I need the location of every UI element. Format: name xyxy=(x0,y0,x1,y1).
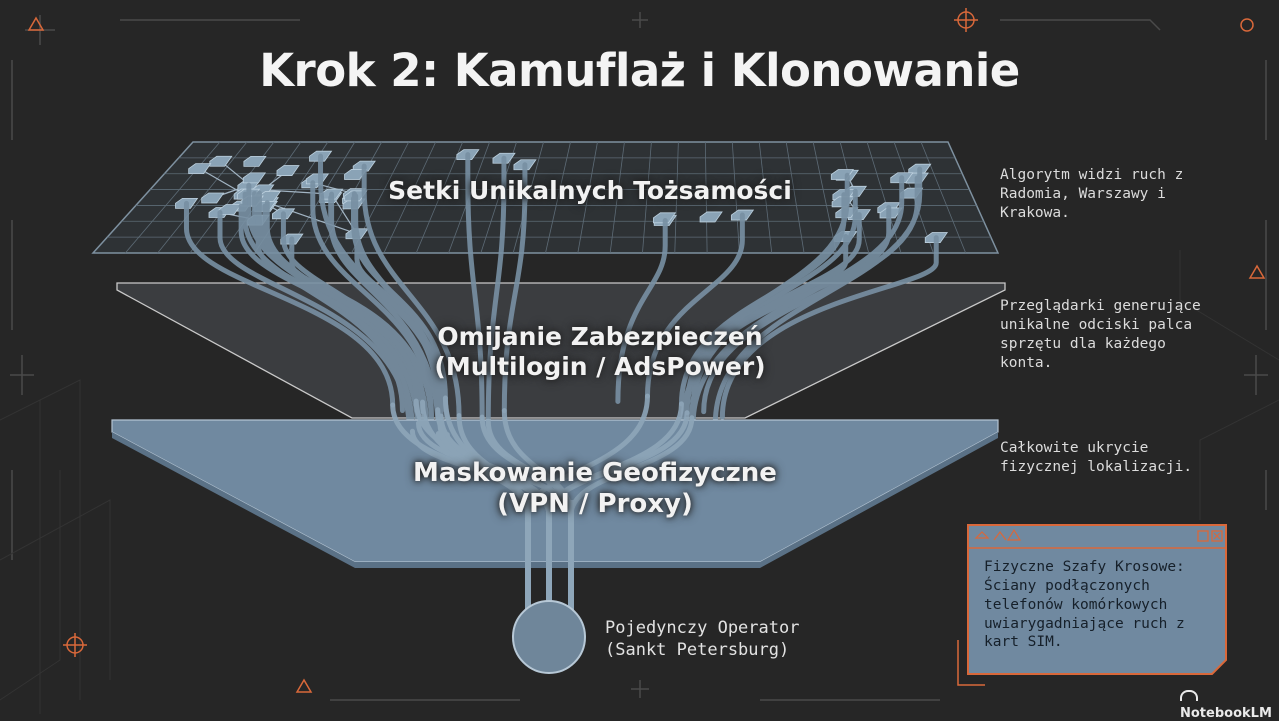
bypass-layer-label: Omijanie Zabezpieczeń (Multilogin / AdsP… xyxy=(340,322,860,381)
identities-label: Setki Unikalnych Tożsamości xyxy=(388,176,792,205)
bypass-note: Przeglądarki generujące unikalne odciski… xyxy=(1000,297,1230,372)
operator-node xyxy=(513,601,585,673)
geo-label-line1: Maskowanie Geofizyczne xyxy=(340,458,850,489)
bypass-label-line1: Omijanie Zabezpieczeń xyxy=(340,322,860,352)
bypass-label-line2: (Multilogin / AdsPower) xyxy=(340,352,860,382)
geo-label-line2: (VPN / Proxy) xyxy=(340,489,850,520)
page-title: Krok 2: Kamuflaż i Klonowanie xyxy=(0,44,1279,97)
geo-note: Całkowite ukrycie fizycznej lokalizacji. xyxy=(1000,439,1230,477)
notebooklm-icon xyxy=(1180,690,1198,701)
identities-note: Algorytm widzi ruch z Radomia, Warszawy … xyxy=(1000,166,1230,223)
callout-text: Fizyczne Szafy Krosowe: Ściany podłączon… xyxy=(984,558,1216,652)
geo-layer-label: Maskowanie Geofizyczne (VPN / Proxy) xyxy=(340,458,850,519)
identities-layer-label: Setki Unikalnych Tożsamości xyxy=(330,176,850,206)
operator-label: Pojedynczy Operator (Sankt Petersburg) xyxy=(605,617,799,661)
brand-badge: NotebookLM xyxy=(1180,690,1279,721)
